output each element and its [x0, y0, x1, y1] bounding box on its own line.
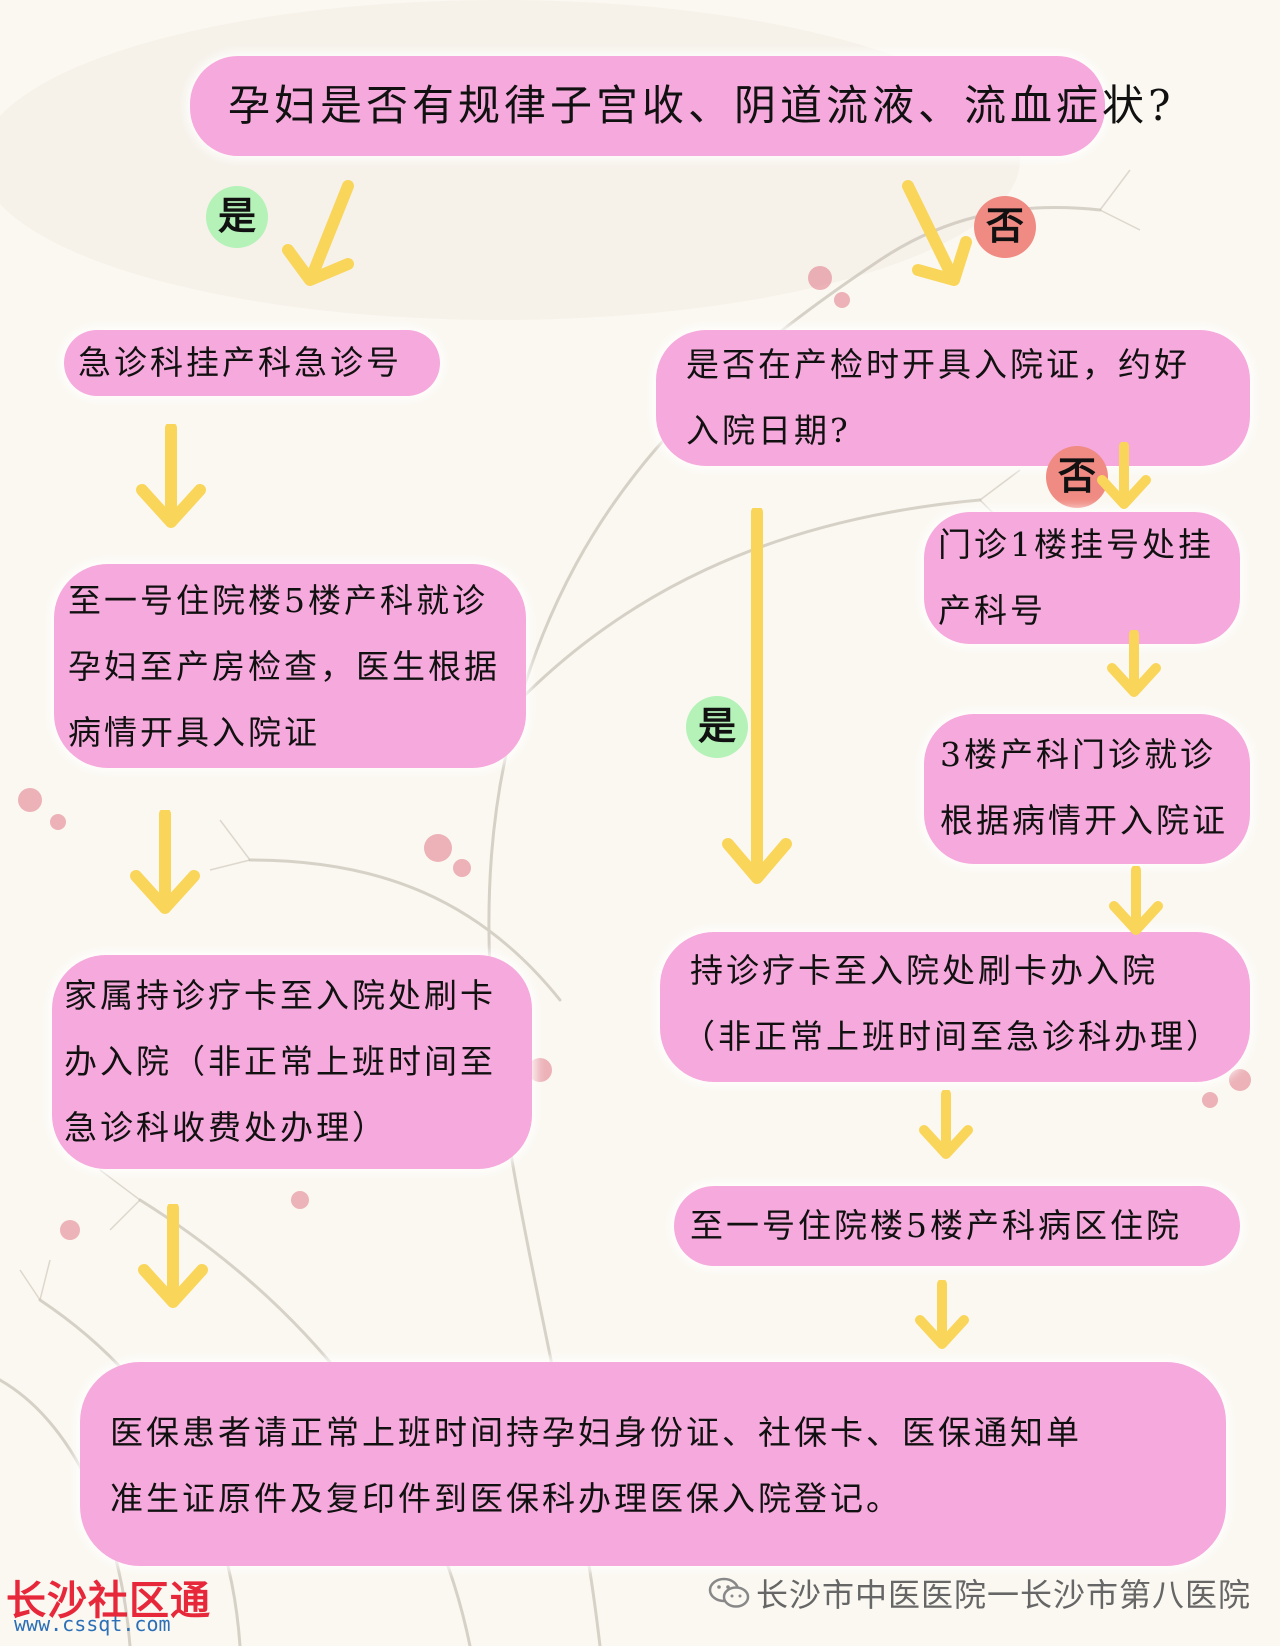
site-url: www.cssqt.com	[14, 1612, 171, 1636]
down-arrow-icon	[1106, 630, 1162, 700]
outpatient-visit-line-1: 3楼产科门诊就诊	[940, 735, 1216, 774]
prenatal-question-line-1: 是否在产检时开具入院证，约好	[686, 345, 1190, 384]
family-admission-line-2: 办入院（非正常上班时间至	[64, 1042, 496, 1081]
down-arrow-icon	[918, 1090, 974, 1162]
card-admission-line-1: 持诊疗卡至入院处刷卡办入院	[690, 951, 1158, 990]
question-box: 孕妇是否有规律子宫收、阴道流液、流血症状?	[190, 56, 1171, 156]
down-arrow-icon	[722, 508, 792, 888]
outpatient-registration-line-2: 产科号	[938, 591, 1046, 630]
prenatal-certificate-question-box: 是否在产检时开具入院证，约好 入院日期?	[656, 330, 1250, 466]
down-arrow-icon	[1096, 442, 1152, 512]
family-admission-line-3: 急诊科收费处办理）	[64, 1108, 388, 1147]
yes-badge-left: 是	[206, 186, 268, 248]
obstetrics-visit-box: 至一号住院楼5楼产科就诊 孕妇至产房检查，医生根据 病情开具入院证	[54, 564, 526, 768]
obstetrics-visit-line-2: 孕妇至产房检查，医生根据	[68, 647, 500, 686]
medical-insurance-box: 医保患者请正常上班时间持孕妇身份证、社保卡、医保通知单 准生证原件及复印件到医保…	[80, 1362, 1226, 1566]
question-text: 孕妇是否有规律子宫收、阴道流液、流血症状?	[228, 81, 1175, 130]
no-badge-right: 否	[974, 196, 1036, 258]
wechat-icon	[708, 1576, 750, 1610]
down-arrow-icon	[1108, 866, 1164, 938]
medical-insurance-line-1: 医保患者请正常上班时间持孕妇身份证、社保卡、医保通知单	[110, 1413, 1082, 1452]
ward-admission-text: 至一号住院楼5楼产科病区住院	[690, 1206, 1182, 1245]
down-arrow-icon	[136, 424, 206, 534]
yes-badge-second: 是	[686, 696, 748, 758]
source-attribution: 长沙市中医医院一长沙市第八医院	[708, 1570, 1251, 1616]
card-admission-line-2: （非正常上班时间至急诊科办理）	[682, 1017, 1222, 1056]
down-arrow-icon	[130, 810, 200, 920]
family-admission-line-1: 家属持诊疗卡至入院处刷卡	[64, 976, 496, 1015]
down-arrow-icon	[914, 1280, 970, 1352]
outpatient-registration-line-1: 门诊1楼挂号处挂	[938, 525, 1214, 564]
outpatient-visit-line-2: 根据病情开入院证	[940, 801, 1228, 840]
emergency-registration-text: 急诊科挂产科急诊号	[78, 343, 402, 382]
medical-insurance-line-2: 准生证原件及复印件到医保科办理医保入院登记。	[110, 1479, 902, 1518]
no-badge-second: 否	[1046, 446, 1108, 508]
down-arrow-icon	[282, 180, 362, 290]
family-admission-box: 家属持诊疗卡至入院处刷卡 办入院（非正常上班时间至 急诊科收费处办理）	[52, 955, 532, 1169]
obstetrics-visit-line-3: 病情开具入院证	[68, 713, 320, 752]
card-admission-box: 持诊疗卡至入院处刷卡办入院 （非正常上班时间至急诊科办理）	[660, 932, 1250, 1082]
down-arrow-icon	[900, 180, 980, 290]
obstetrics-visit-line-1: 至一号住院楼5楼产科就诊	[68, 581, 488, 620]
ward-admission-box: 至一号住院楼5楼产科病区住院	[674, 1186, 1240, 1266]
emergency-registration-box: 急诊科挂产科急诊号	[64, 330, 440, 396]
outpatient-visit-box: 3楼产科门诊就诊 根据病情开入院证	[924, 714, 1250, 864]
source-text: 长沙市中医医院一长沙市第八医院	[756, 1576, 1252, 1614]
site-logo: 长沙社区通	[6, 1578, 211, 1624]
prenatal-question-line-2: 入院日期?	[686, 411, 851, 450]
down-arrow-icon	[138, 1204, 208, 1314]
outpatient-registration-box: 门诊1楼挂号处挂 产科号	[924, 512, 1240, 644]
